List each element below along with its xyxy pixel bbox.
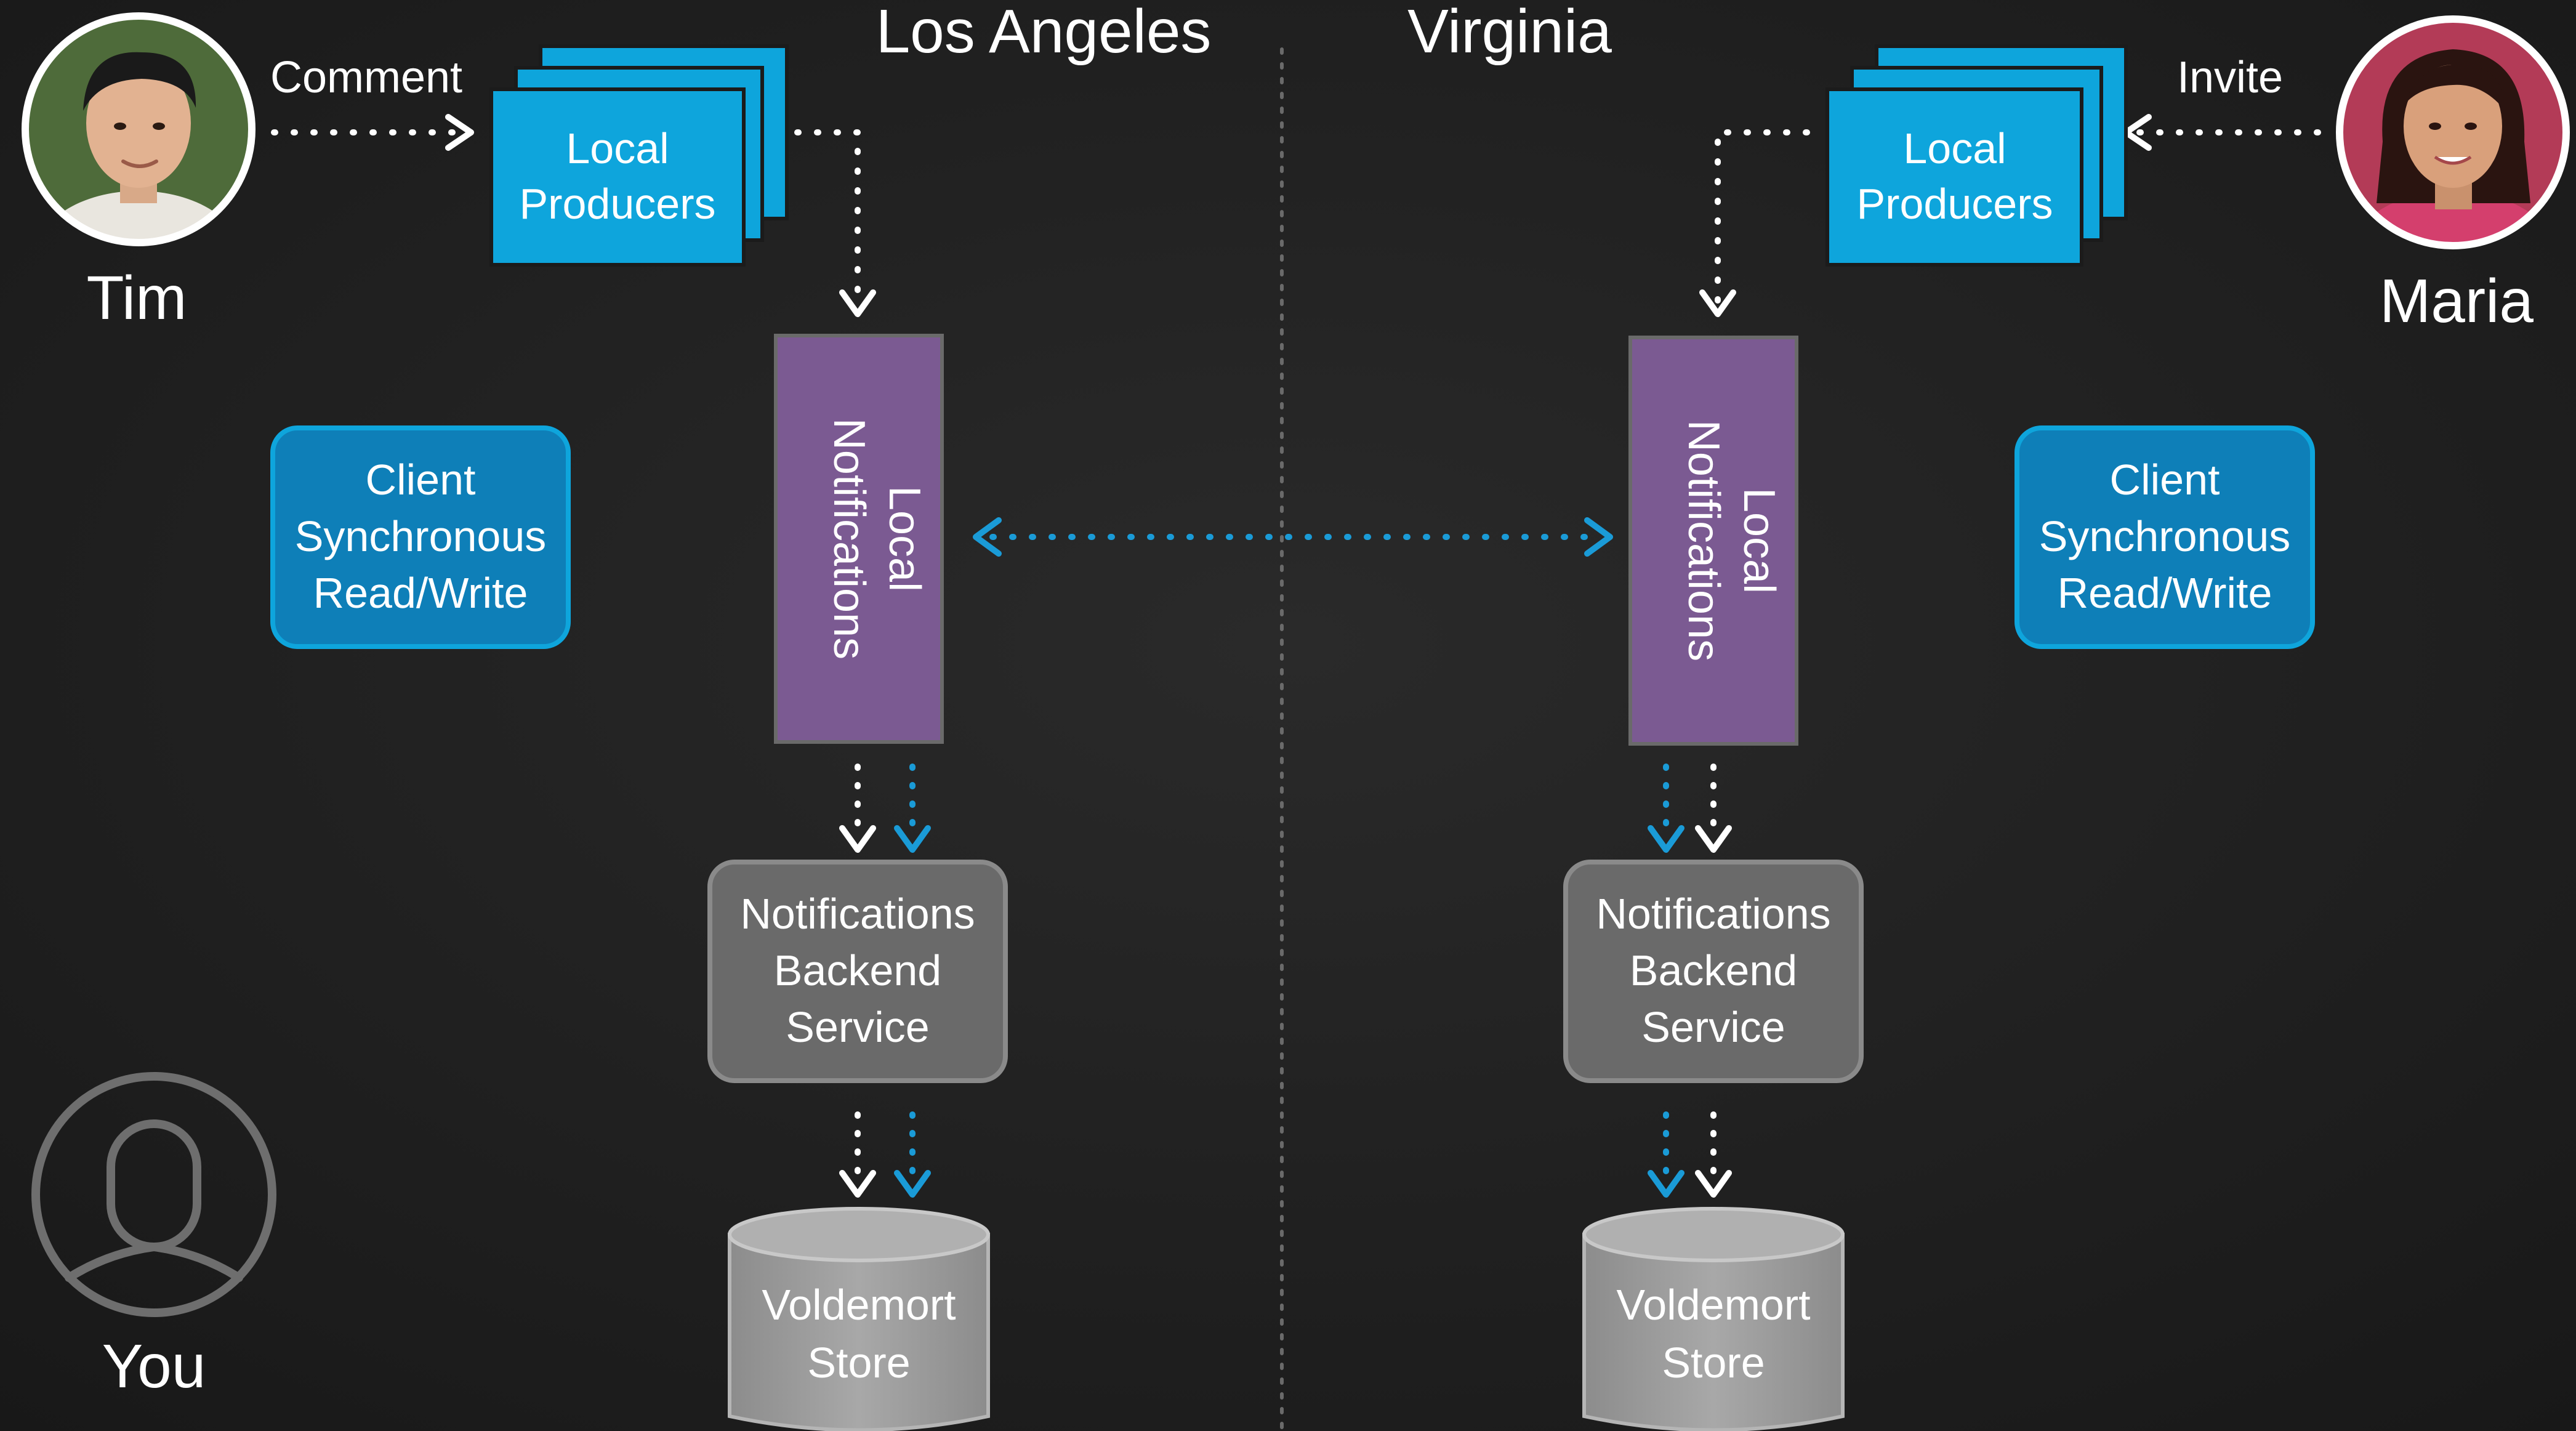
producers-to-notifications-left-line (794, 129, 861, 305)
user-outline-icon (31, 1072, 276, 1317)
local-producers-left-line1: Local (566, 124, 669, 172)
local-notifications-right-line2: Notifications (1679, 420, 1728, 661)
maria-name: Maria (2380, 267, 2534, 336)
backend-service-left-line2: Backend (774, 946, 941, 994)
client-sync-left-line1: Client (366, 456, 476, 504)
local-notifications-right-line1: Local (1734, 488, 1784, 594)
notif-to-backend-right-white-arrowhead (1695, 825, 1732, 853)
backend-service-right: Notifications Backend Service (1563, 860, 1864, 1083)
backend-service-left-line1: Notifications (740, 890, 975, 938)
backend-to-store-right-white-arrowhead (1695, 1170, 1732, 1198)
person-photo-icon (28, 18, 249, 240)
voldemort-store-left-line1: Voldemort (762, 1281, 956, 1329)
replication-arrowhead-left (973, 517, 1002, 557)
client-sync-left-line2: Synchronous (295, 512, 547, 560)
you-avatar (31, 1072, 276, 1317)
client-sync-right-line2: Synchronous (2039, 512, 2291, 560)
backend-to-store-right-blue-arrowhead (1648, 1170, 1684, 1198)
client-sync-right-line1: Client (2110, 456, 2220, 504)
client-sync-right: Client Synchronous Read/Write (2015, 425, 2315, 649)
local-notifications-right: Local Notifications (1628, 336, 1798, 746)
maria-avatar (2336, 15, 2570, 249)
region-title-right: Virginia (1407, 0, 1612, 66)
voldemort-store-right: Voldemort Store (1582, 1207, 1845, 1431)
backend-service-left: Notifications Backend Service (707, 860, 1008, 1083)
user-shoulders-outline (65, 1242, 243, 1282)
region-title-left: Los Angeles (876, 0, 1212, 66)
backend-service-right-line1: Notifications (1596, 890, 1830, 938)
client-sync-right-line3: Read/Write (2058, 569, 2272, 617)
tim-action-label: Comment (270, 53, 462, 102)
tim-avatar (22, 12, 256, 246)
notif-to-backend-left-white-arrowhead (839, 825, 876, 853)
backend-service-right-line3: Service (1641, 1003, 1785, 1051)
voldemort-store-left-line2: Store (807, 1339, 910, 1387)
backend-service-right-line2: Backend (1630, 946, 1797, 994)
producers-to-notifications-right-arrowhead (1699, 289, 1736, 317)
backend-to-store-left-white-arrowhead (839, 1170, 876, 1198)
replication-arrowhead-right (1584, 517, 1613, 557)
tim-name: Tim (87, 264, 187, 333)
local-producers-right: Local Producers (1825, 44, 2128, 267)
you-name: You (102, 1332, 206, 1401)
local-producers-left-line2: Producers (519, 180, 715, 228)
client-sync-left-line3: Read/Write (313, 569, 528, 617)
local-producers-right-line1: Local (1903, 124, 2006, 172)
local-notifications-left-line1: Local (880, 486, 929, 592)
backend-to-store-left-blue-arrowhead (894, 1170, 931, 1198)
backend-service-left-line3: Service (786, 1003, 929, 1051)
notif-to-backend-right-blue-arrowhead (1648, 825, 1684, 853)
voldemort-store-right-line1: Voldemort (1616, 1281, 1810, 1329)
producers-to-notifications-left-arrowhead (839, 289, 876, 317)
voldemort-store-right-line2: Store (1662, 1339, 1765, 1387)
local-notifications-left-line2: Notifications (824, 418, 874, 659)
person-photo-icon (2342, 22, 2564, 243)
maria-action-label: Invite (2177, 53, 2283, 102)
voldemort-store-left: Voldemort Store (728, 1207, 990, 1431)
local-notifications-left: Local Notifications (774, 334, 944, 744)
tim-comment-arrowhead (445, 114, 474, 151)
local-producers-left: Local Producers (489, 44, 789, 267)
client-sync-left: Client Synchronous Read/Write (270, 425, 571, 649)
local-producers-right-line2: Producers (1856, 180, 2053, 228)
notif-to-backend-left-blue-arrowhead (894, 825, 931, 853)
